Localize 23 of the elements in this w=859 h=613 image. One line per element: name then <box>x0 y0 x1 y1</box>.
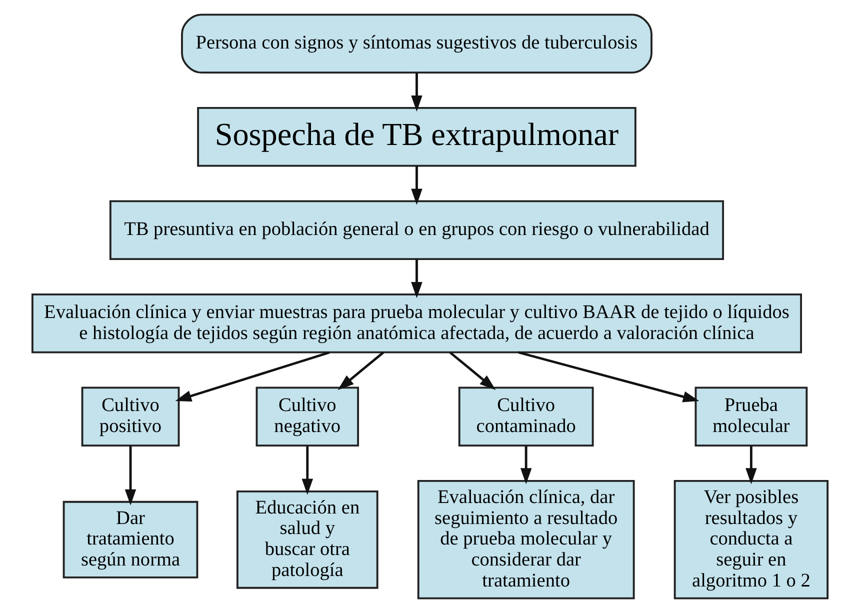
arrow <box>174 351 330 402</box>
node-box: Cultivo negativo <box>255 386 358 447</box>
arrow <box>410 72 422 112</box>
node-box: Dar tratamiento según norma <box>62 500 198 578</box>
node-box: Evaluación clínica, dar seguimiento a resultado de prueba molecular y considerar dar tratamiento <box>416 480 634 600</box>
node-box: Evaluación clínica y enviar muestras para prueba molecular y cultivo BAAR de tejido o líquidos e histología de tejidos según región anatómica afectada, de acuerdo a valoración clínica <box>30 293 802 354</box>
arrow <box>124 446 136 506</box>
node-box: TB presuntiva en población general o en grupos con riesgo o vulnerabilidad <box>108 200 724 260</box>
arrow <box>520 446 532 484</box>
node-box: Sospecha de TB extrapulmonar <box>196 106 636 167</box>
arrow <box>410 166 422 205</box>
node-box: Cultivo positivo <box>80 386 180 447</box>
node-box: Prueba molecular <box>694 386 808 447</box>
node-box: Cultivo contaminado <box>458 386 594 447</box>
arrow <box>410 259 422 298</box>
arrow <box>337 352 384 390</box>
arrow <box>518 351 699 402</box>
node-box: Ver posibles resultados y conducta a seguir en algoritmo 1 o 2 <box>673 480 828 600</box>
arrow <box>448 352 496 390</box>
node-box: Persona con signos y síntomas sugestivos de tuberculosis <box>180 14 652 74</box>
node-box: Educación en salud y buscar otra patología <box>236 490 378 589</box>
arrow <box>301 446 313 495</box>
arrow <box>745 446 756 484</box>
